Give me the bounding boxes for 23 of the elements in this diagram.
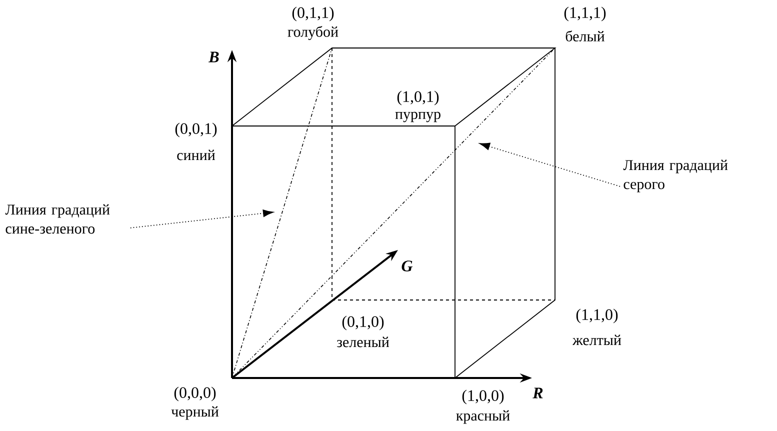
color-name: белый [566, 30, 604, 42]
leader-line [130, 210, 274, 228]
vertex-coordinates: (0,0,0) [174, 386, 216, 402]
callout-text: Линия градаций серого [623, 160, 728, 192]
axis-label: B [208, 52, 219, 62]
axis-label: G [402, 260, 413, 272]
color-name: синий [177, 150, 216, 160]
color-name: голубой [288, 26, 338, 40]
color-name: желтый [572, 334, 622, 346]
color-name: зеленый [337, 336, 390, 348]
vertex-coordinates: (1,0,0) [462, 390, 504, 404]
color-name: красный [456, 410, 510, 424]
vertex-coordinates: (0,0,1) [175, 122, 217, 138]
color-name: пурпур [395, 112, 440, 122]
vertex-coordinates: (0,1,0) [342, 316, 384, 330]
color-name: черный [171, 406, 219, 420]
callout-text: Линия градаций сине-зеленого [5, 204, 110, 234]
leader-line [480, 142, 620, 187]
vertex-coordinates: (0,1,1) [292, 6, 334, 22]
vertex-coordinates: (1,0,1) [397, 90, 439, 106]
vertex-coordinates: (1,1,1) [564, 6, 606, 22]
vertex-coordinates: (1,1,0) [576, 308, 618, 324]
axis-label: R [532, 388, 543, 398]
